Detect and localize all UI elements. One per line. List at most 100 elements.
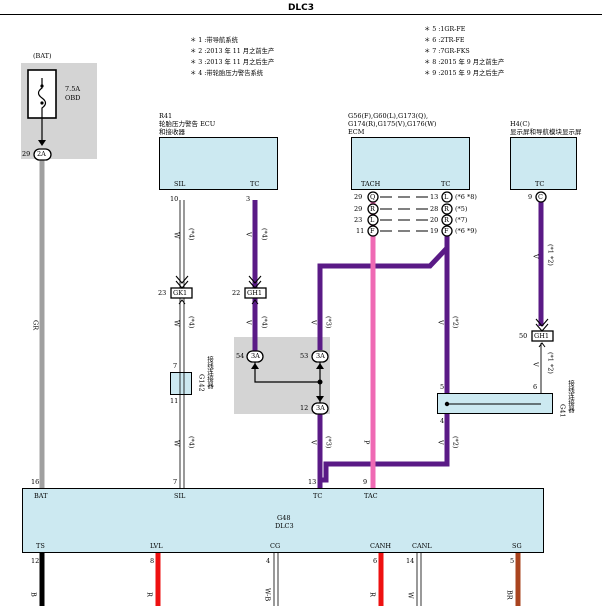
bat-conn-oval [33, 148, 52, 161]
r41-name-2: 和接收器 [159, 128, 185, 136]
ecm-tc-note-2: (*2) [451, 436, 460, 449]
bat-label: (BAT) [33, 52, 52, 60]
ecm-name: ECM [348, 128, 365, 136]
gh1-left-label: GH1 [247, 289, 262, 297]
wire-label-b-ts: B [29, 592, 38, 597]
wire-label-v-h4-2: V [531, 362, 540, 367]
note-3: ＊ 3 :2013 年 11 月之后生产 [190, 59, 275, 66]
g48-pin-sg: SG [512, 542, 522, 550]
ecm-left-mark-3: F [370, 227, 375, 235]
g142-num-bottom: 11 [170, 397, 179, 405]
ecm-right-note-3: (*6 *9) [455, 227, 477, 235]
g48-top-num-tac: 9 [363, 478, 368, 486]
ecm-code-1: G56(F),G60(L),G173(Q), [348, 112, 429, 120]
ecm-box [351, 137, 470, 190]
wire-label-wb-cg: W-B [263, 588, 272, 602]
g48-pin-canh: CANH [370, 542, 392, 550]
g41-num-l-top: 5 [440, 383, 445, 391]
ecm-code-2: G174(R),G175(V),G176(W) [348, 120, 437, 128]
h4-note-1: (*1 *2) [546, 244, 555, 266]
junction-left-num: 54 [236, 352, 245, 360]
wire-label-v-ecm-tc: V [436, 320, 445, 325]
junction-left-conn: 3A [251, 352, 260, 360]
diagram-title: DLC3 [287, 3, 315, 13]
mid-note-1: (*3) [324, 316, 333, 329]
g48-pin-cg: CG [270, 542, 281, 550]
junction-left-oval [246, 350, 264, 363]
g48-pin-canl: CANL [412, 542, 432, 550]
ecm-right-num-2: 20 [430, 216, 439, 224]
mid-note-2: (*3) [324, 436, 333, 449]
g48-top-num-bat: 16 [31, 478, 40, 486]
wire-label-v-mid-2: V [309, 440, 318, 445]
wire-label-v-ecm-tc-2: V [436, 440, 445, 445]
wire-label-gr: GR [31, 320, 40, 331]
note-5: ＊ 5 :1GR-FE [424, 26, 466, 33]
ecm-right-num-1: 28 [430, 205, 439, 213]
note-8: ＊ 8 :2015 年 9 月之前生产 [424, 59, 505, 66]
note-9: ＊ 9 :2015 年 9 月之后生产 [424, 70, 505, 77]
ecm-right-note-0: (*6 *8) [455, 193, 477, 201]
g48-pin-tc: TC [313, 492, 323, 500]
ecm-right-mark-3: F [444, 227, 449, 235]
g48-bottom-num-lvl: 8 [150, 557, 155, 565]
h4-name: 显示屏和导航模块显示屏 [510, 128, 582, 136]
g48-bottom-num-sg: 5 [510, 557, 515, 565]
wire-v-g41-to-dlc [320, 414, 450, 483]
ecm-left-mark-1: R [370, 205, 375, 213]
fuse-arrow-icon [38, 140, 46, 146]
wire-label-w-sil-2: W [172, 320, 181, 327]
r41-num-sil: 10 [170, 195, 179, 203]
g48-pin-sil: SIL [174, 492, 186, 500]
h4-pin-circle [535, 191, 547, 203]
note-2: ＊ 2 :2013 年 11 月之前生产 [190, 48, 275, 55]
junction-arrow-down [316, 396, 324, 402]
fuse-terminal-top [40, 84, 44, 88]
fuse-rating: 7.5A [65, 85, 81, 93]
wire-label-r-lvl: R [145, 592, 154, 597]
g142-num-top: 7 [173, 362, 178, 370]
wire-label-w-sil-1: W [172, 232, 181, 239]
g41-num-r-top: 6 [533, 383, 538, 391]
g48-pin-lvl: LVL [150, 542, 163, 550]
junction-dot [317, 379, 323, 385]
r41-pin-tc: TC [250, 180, 260, 188]
ecm-pin-dashes [380, 196, 428, 232]
ecm-left-mark-0: Q [370, 193, 376, 201]
junction-arrow-right [316, 363, 324, 369]
g48-dlc3-box [22, 488, 544, 553]
r41-code: R41 [159, 112, 173, 120]
h4-conn: C [538, 193, 543, 201]
wire-label-v-h4-1: V [531, 254, 540, 259]
gh1-right-chevron-icon [535, 318, 549, 332]
ecm-right-mark-0: L [444, 193, 449, 201]
g48-bottom-num-canh: 6 [373, 557, 378, 565]
r41-note-2: (*4) [260, 316, 269, 329]
r41-name-1: 轮胎压力警告 ECU [159, 120, 216, 128]
bat-pin-num: 29 [22, 150, 31, 158]
sil-note-2: (*4) [187, 316, 196, 329]
ecm-pin-tc: TC [441, 180, 451, 188]
junction-right-num: 53 [300, 352, 309, 360]
gk1-label: GK1 [173, 289, 188, 297]
bat-conn-label: 2A [37, 150, 46, 158]
junction-arrow-left [251, 363, 259, 369]
gh1-right-num: 50 [519, 332, 528, 340]
wire-label-v-r41-2: V [244, 320, 253, 325]
gk1-arrow-up-icon [178, 299, 186, 305]
ecm-left-num-0: 29 [354, 193, 363, 201]
wire-label-r-canh: R [368, 592, 377, 597]
ecm-tc-note: (*2) [451, 316, 460, 329]
r41-pin-sil: SIL [174, 180, 186, 188]
g48-bottom-num-cg: 4 [266, 557, 271, 565]
ecm-right-mark-1: R [444, 205, 449, 213]
h4-num: 9 [528, 193, 533, 201]
r41-num-tc: 3 [246, 195, 251, 203]
g48-name: DLC3 [275, 522, 294, 530]
h4-display-box [510, 137, 577, 190]
gk1-num: 23 [158, 289, 167, 297]
g48-pin-tac: TAC [364, 492, 378, 500]
junction-panel [234, 337, 330, 414]
h4-note-2: (*1 *2) [546, 352, 555, 374]
